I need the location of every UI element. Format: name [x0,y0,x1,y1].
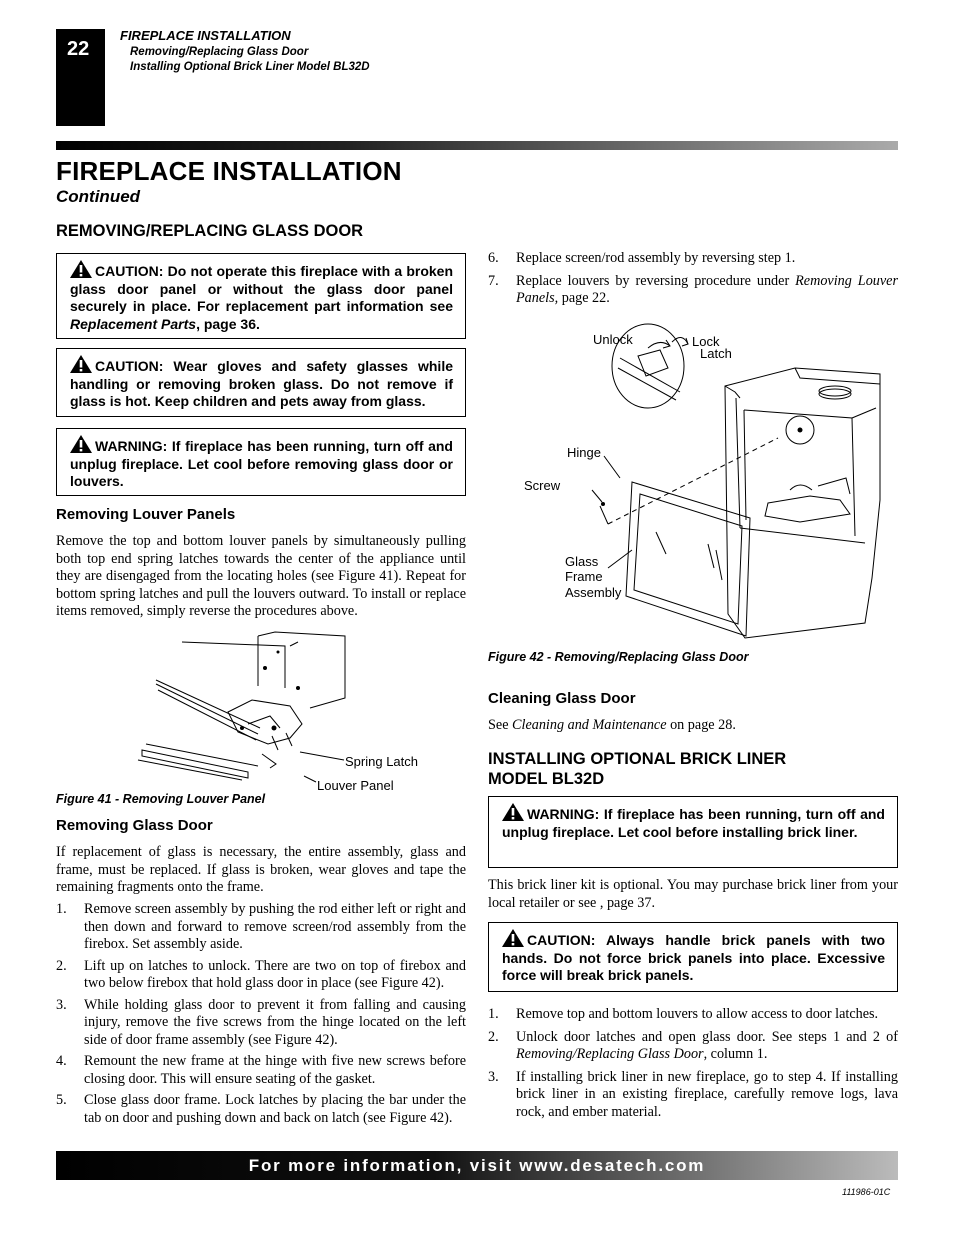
footer-banner [56,1151,898,1180]
callout-label: Hinge [567,445,601,460]
list-item: 3.While holding glass door to prevent it… [56,996,466,1048]
subsection-heading: Cleaning Glass Door [488,690,636,707]
figure-42-illustration [591,323,881,639]
subsection-heading: Removing Glass Door [56,817,213,834]
list-item: 4.Remount the new frame at the hinge wit… [56,1053,466,1087]
list-item: 1.Remove top and bottom louvers to allow… [488,1006,879,1022]
caution-text: , page 36. [196,315,260,332]
warning-text: WARNING: If fireplace has been running, … [70,438,453,489]
caution-box: CAUTION: Do not operate this fireplace w… [56,253,466,339]
callout-label: Louver Panel [317,778,394,793]
list-item: 6.Replace screen/rod assembly by reversi… [488,250,796,266]
warning-box: WARNING: If fireplace has been running, … [488,796,898,868]
footer-banner-text: For more information, visit www.desatech… [248,1156,706,1175]
steps-list: 6.Replace screen/rod assembly by reversi… [488,250,898,308]
header-rule [56,141,898,150]
page-number: 22 [67,38,90,60]
page-number-tab [56,29,105,126]
caution-text: CAUTION: Wear gloves and safety glasses … [70,358,453,409]
caution-box: CAUTION: Wear gloves and safety glasses … [56,348,466,417]
caution-text: CAUTION: Always handle brick panels with… [502,932,885,983]
caution-box: CAUTION: Always handle brick panels with… [488,922,898,992]
warning-triangle-icon [70,435,92,453]
running-header-topic: Installing Optional Brick Liner Model BL… [130,61,370,73]
warning-triangle-icon [502,803,524,821]
section-heading: MODEL BL32D [488,770,605,788]
warning-box: WARNING: If fireplace has been running, … [56,428,466,496]
figure-41-illustration [137,631,346,783]
warning-triangle-icon [70,355,92,373]
warning-triangle-icon [502,929,524,947]
callout-label: Screw [524,478,561,493]
list-item: 2.Lift up on latches to unlock. There ar… [56,957,466,992]
list-item: 2.Unlock door latches and open glass doo… [488,1028,898,1063]
list-item: 7.Replace louvers by reversing procedure… [488,272,898,307]
steps-list: 1.Remove top and bottom louvers to allow… [488,1006,898,1121]
steps-list: 1.Remove screen assembly by pushing the … [56,901,466,1127]
section-heading: INSTALLING OPTIONAL BRICK LINER [488,750,787,768]
page-subtitle: Continued [56,187,141,206]
body-paragraph: See Cleaning and Maintenance on page 28. [488,717,736,733]
body-paragraph: This brick liner kit is optional. You ma… [488,877,898,911]
callout-label: Assembly [565,585,622,600]
section-heading: REMOVING/REPLACING GLASS DOOR [56,222,364,240]
running-header-topic: Removing/Replacing Glass Door [130,46,309,58]
callout-label: Frame [565,569,603,584]
caution-reference: Replacement Parts [70,315,197,332]
callout-label: Unlock [593,332,633,347]
body-paragraph: Remove the top and bottom louver panels … [56,533,466,619]
subsection-heading: Removing Louver Panels [56,506,236,523]
running-header-section: FIREPLACE INSTALLATION [120,28,291,43]
warning-text: WARNING: If fireplace has been running, … [502,806,885,840]
list-item: 1.Remove screen assembly by pushing the … [56,901,466,952]
warning-triangle-icon [70,260,92,278]
callout-label: Lock [692,334,720,349]
callout-label: Glass [565,554,599,569]
document-code: 111986-01C [842,1187,891,1197]
list-item: 5.Close glass door frame. Lock latches b… [56,1092,466,1126]
page-title: FIREPLACE INSTALLATION [56,156,402,186]
body-paragraph: If replacement of glass is necessary, th… [56,844,466,895]
figure-caption: Figure 42 - Removing/Replacing Glass Doo… [488,650,749,664]
figure-caption: Figure 41 - Removing Louver Panel [56,792,266,806]
callout-label: Latch [700,346,732,361]
list-item: 3.If installing brick liner in new firep… [488,1068,898,1120]
callout-label: Spring Latch [345,754,418,769]
caution-text: CAUTION: Do not operate this fireplace w… [70,263,453,314]
